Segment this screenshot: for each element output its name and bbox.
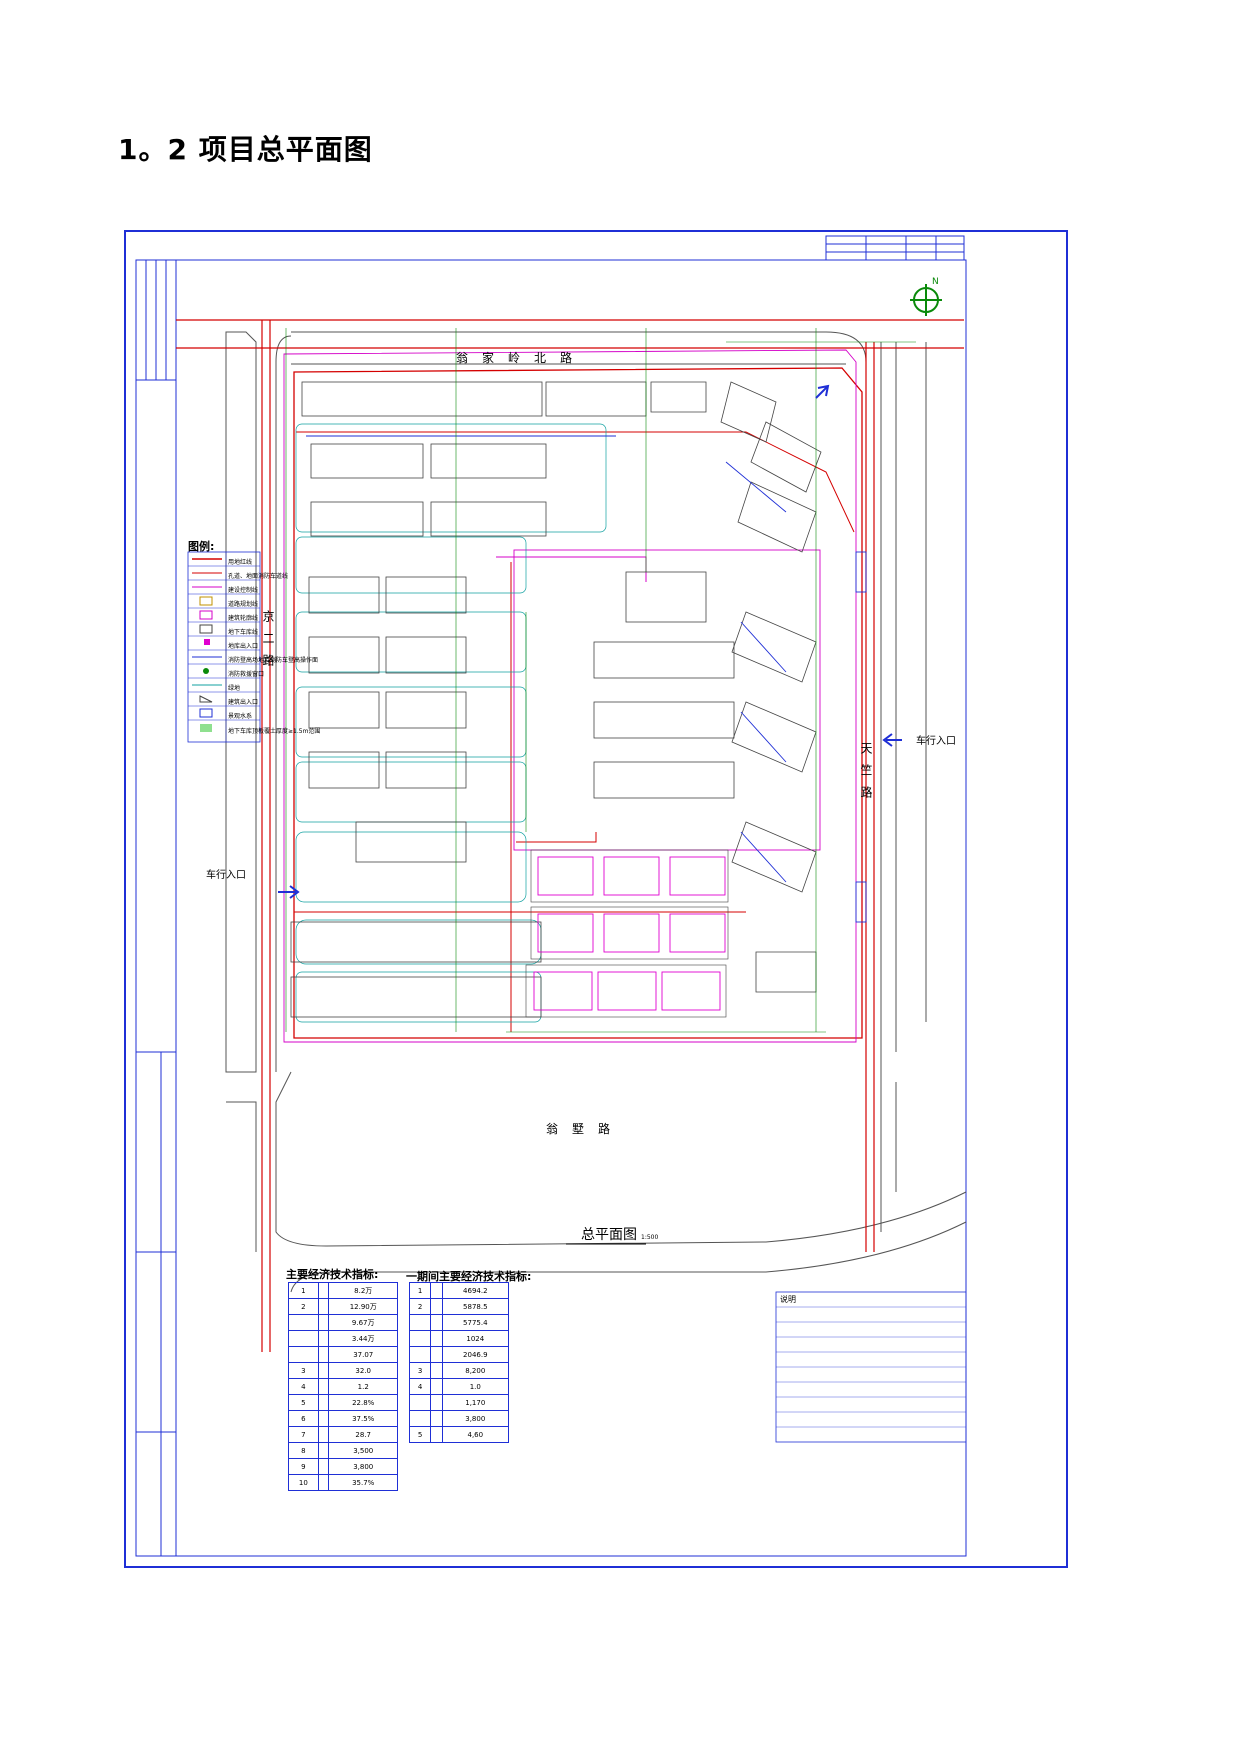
row-num: 1 [288, 1282, 319, 1299]
row-num: 4 [288, 1378, 319, 1395]
cell-value: 5878.5 [441, 1298, 510, 1315]
cell-value: 28.7 [328, 1426, 398, 1443]
row-num: 3 [408, 1362, 432, 1379]
cell-value: 2046.9 [441, 1346, 510, 1363]
phase1-indicator-table: 1 4694.2 2 5878.5 5775.4 1024 2046.9 3 8,20… [408, 1282, 510, 1443]
legend-item: 地下车库顶板覆土厚度≥1.5m范围 [228, 728, 321, 735]
cell-value: 3,500 [328, 1442, 398, 1459]
legend-item: 消防救援窗口 [228, 671, 265, 678]
legend-item: 道路规划线 [228, 601, 259, 608]
legend-item: 地库出入口 [228, 643, 259, 650]
cell-value: 1,170 [441, 1394, 510, 1411]
cell-value: 3,800 [328, 1458, 398, 1475]
cell-value: 22.8% [328, 1394, 398, 1411]
cell-value: 9.67万 [328, 1314, 398, 1331]
legend-item: 地下车库线 [228, 629, 259, 636]
road-label-west: 京二路 [261, 610, 275, 676]
entrance-east-label: 车行入口 [916, 736, 956, 747]
row-num: 7 [288, 1426, 319, 1443]
legend-item: 建设控制线 [228, 587, 259, 594]
legend-item: 建筑轮廓线 [228, 615, 259, 622]
cell-value: 4694.2 [441, 1282, 510, 1299]
legend-item: 消防登高场地及消防车登高操作面 [228, 657, 319, 664]
cell-value: 8,200 [441, 1362, 510, 1379]
road-label-north: 翁家岭北路 [456, 351, 587, 365]
row-num: 8 [288, 1442, 319, 1459]
legend-item: 景观水系 [228, 713, 253, 720]
row-num: 2 [408, 1298, 432, 1315]
cell-value: 32.0 [328, 1362, 398, 1379]
cell-value: 4,60 [441, 1426, 510, 1443]
cell-value: 8.2万 [328, 1282, 398, 1299]
road-label-east: 天竺路 [859, 742, 873, 808]
row-num: 1 [408, 1282, 432, 1299]
legend-item: 绿地 [228, 685, 241, 692]
row-num: 5 [288, 1394, 319, 1411]
row-num: 4 [408, 1378, 432, 1395]
cell-value: 5775.4 [441, 1314, 510, 1331]
legend-title: 图例: [188, 540, 215, 553]
row-num: 2 [288, 1298, 319, 1315]
cell-value: 3.44万 [328, 1330, 398, 1347]
cell-value: 12.90万 [328, 1298, 398, 1315]
cell-value: 3,800 [441, 1410, 510, 1427]
cell-value: 35.7% [328, 1474, 398, 1491]
row-num: 3 [288, 1362, 319, 1379]
row-num: 10 [288, 1474, 319, 1491]
legend-item: 建筑出入口 [228, 699, 259, 706]
page-heading: 1。2 项目总平面图 [118, 133, 373, 166]
road-label-south: 翁墅路 [546, 1122, 625, 1136]
cell-value: 1.2 [328, 1378, 398, 1395]
phase1-table-title: 一期间主要经济技术指标: [406, 1270, 532, 1283]
notes-title: 说明 [780, 1295, 796, 1304]
plan-scale: 1:500 [641, 1234, 659, 1241]
legend-item: 孔道、地面消防车道线 [228, 573, 289, 580]
entrance-west-label: 车行入口 [206, 870, 246, 881]
svg-text:N: N [932, 277, 939, 287]
site-plan-svg: N [135, 235, 967, 1557]
main-table-title: 主要经济技术指标: [286, 1268, 379, 1281]
row-num: 9 [288, 1458, 319, 1475]
cell-value: 37.5% [328, 1410, 398, 1427]
cell-value: 37.07 [328, 1346, 398, 1363]
row-num: 6 [288, 1410, 319, 1427]
site-plan-drawing: N [124, 230, 1068, 1568]
plan-title: 总平面图 [581, 1227, 637, 1243]
row-num: 5 [408, 1426, 432, 1443]
cell-value: 1.0 [441, 1378, 510, 1395]
cell-value: 1024 [441, 1330, 510, 1347]
legend-item: 用地红线 [228, 559, 253, 566]
